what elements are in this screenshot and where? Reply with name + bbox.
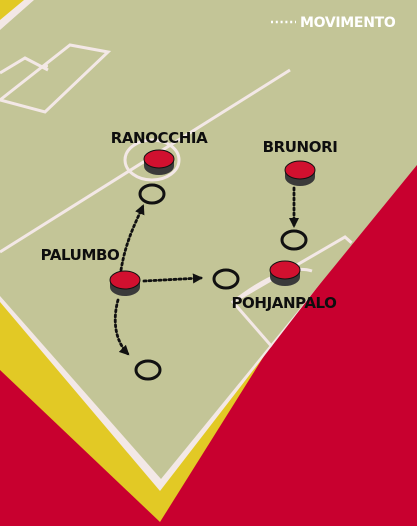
- legend: MOVIMENTO: [271, 15, 396, 31]
- player-ranocchia: RANOCCHIA: [111, 129, 209, 175]
- pitch-surface: [0, 0, 417, 479]
- arrow-palumbo-to-center: [142, 273, 204, 284]
- player-pohjanpalo: POHJANPALO: [231, 260, 337, 312]
- arrow-palumbo-to-wing: [113, 298, 130, 356]
- player-brunori: BRUNORI: [263, 138, 338, 186]
- player-label-pohjanpalo: POHJANPALO: [231, 294, 336, 312]
- target-circle: [138, 183, 166, 205]
- arrow-palumbo-to-ranocchia-area: [119, 204, 145, 272]
- top-goal-area: [0, 56, 49, 75]
- target-circle: [212, 268, 240, 290]
- legend-label: MOVIMENTO: [300, 15, 396, 31]
- top-penalty-area: [0, 43, 112, 114]
- target-circle: [134, 359, 162, 381]
- player-label-ranocchia: RANOCCHIA: [111, 129, 208, 147]
- movement-arrows: [113, 186, 300, 356]
- target-circle: [280, 229, 308, 251]
- player-palumbo: PALUMBO: [41, 246, 141, 296]
- penalty-spot: [44, 64, 48, 68]
- player-label-palumbo: PALUMBO: [41, 246, 120, 264]
- player-label-brunori: BRUNORI: [263, 138, 338, 156]
- center-circle: [123, 138, 181, 182]
- target-positions: [134, 183, 308, 381]
